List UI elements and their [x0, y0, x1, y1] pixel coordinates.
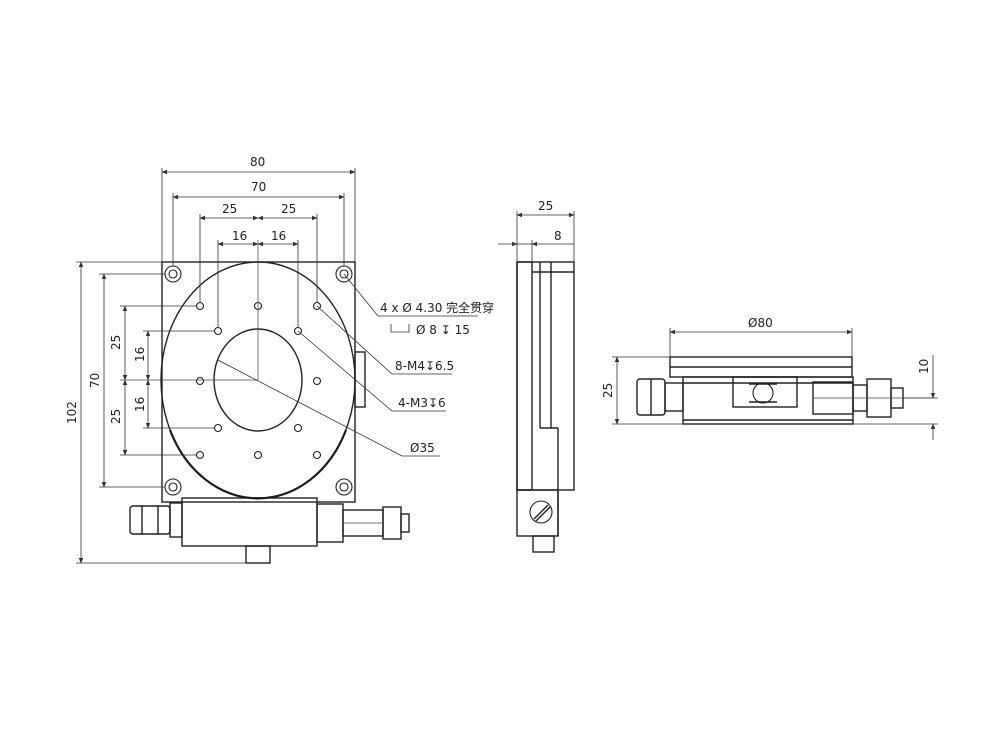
- front-view: 80 70 25 25 16 16 102 70 25 25: [65, 155, 494, 564]
- micrometer-thimble: [382, 506, 402, 540]
- dim-16-lower-label: 16: [133, 397, 147, 412]
- dim-70-label: 70: [251, 180, 266, 194]
- rotary-table-thick-rim: [168, 429, 348, 500]
- callout-through-holes: 4 x Ø 4.30 完全贯穿: [380, 300, 494, 315]
- dim-102-label: 102: [65, 401, 79, 424]
- side-dim-8-label: 8: [554, 229, 562, 243]
- dim-16-right-label: 16: [271, 229, 286, 243]
- dim-25-left-label: 25: [222, 202, 237, 216]
- drive-housing: [181, 497, 318, 547]
- end-view: Ø80 25 10: [601, 316, 938, 440]
- corner-holes: [164, 265, 353, 496]
- side-plate-thin: [516, 261, 533, 491]
- side-view: 25 8: [498, 199, 575, 553]
- end-dim-25-label: 25: [601, 383, 615, 398]
- right-edge-tab: [354, 351, 366, 408]
- callout-m3: 4-M3↧6: [398, 396, 446, 410]
- end-center-knob: [752, 382, 774, 404]
- micrometer-end: [400, 513, 410, 533]
- dim-25-right-label: 25: [281, 202, 296, 216]
- callout-m4: 8-M4↧6.5: [395, 359, 454, 373]
- left-knob: [129, 505, 171, 535]
- dim-16-left-label: 16: [232, 229, 247, 243]
- micrometer-collar: [316, 503, 344, 543]
- dim-70-vertical-label: 70: [88, 373, 102, 388]
- dim-25-upper-label: 25: [109, 335, 123, 350]
- dim-16-upper-label: 16: [133, 347, 147, 362]
- callout-counterbore: Ø 8 ↧ 15: [416, 323, 470, 337]
- end-dim-80-label: Ø80: [748, 316, 773, 330]
- side-body-outline: [516, 261, 575, 491]
- dim-80-label: 80: [250, 155, 265, 169]
- end-center-window: [732, 376, 798, 408]
- callout-bore: Ø35: [410, 441, 435, 455]
- dim-25-lower-label: 25: [109, 409, 123, 424]
- end-dim-10-label: 10: [917, 359, 931, 374]
- side-bottom-tab: [532, 535, 555, 553]
- bottom-tab: [245, 545, 271, 564]
- end-left-collar: [664, 382, 684, 412]
- left-knob-collar: [169, 502, 183, 538]
- side-dim-25-label: 25: [538, 199, 553, 213]
